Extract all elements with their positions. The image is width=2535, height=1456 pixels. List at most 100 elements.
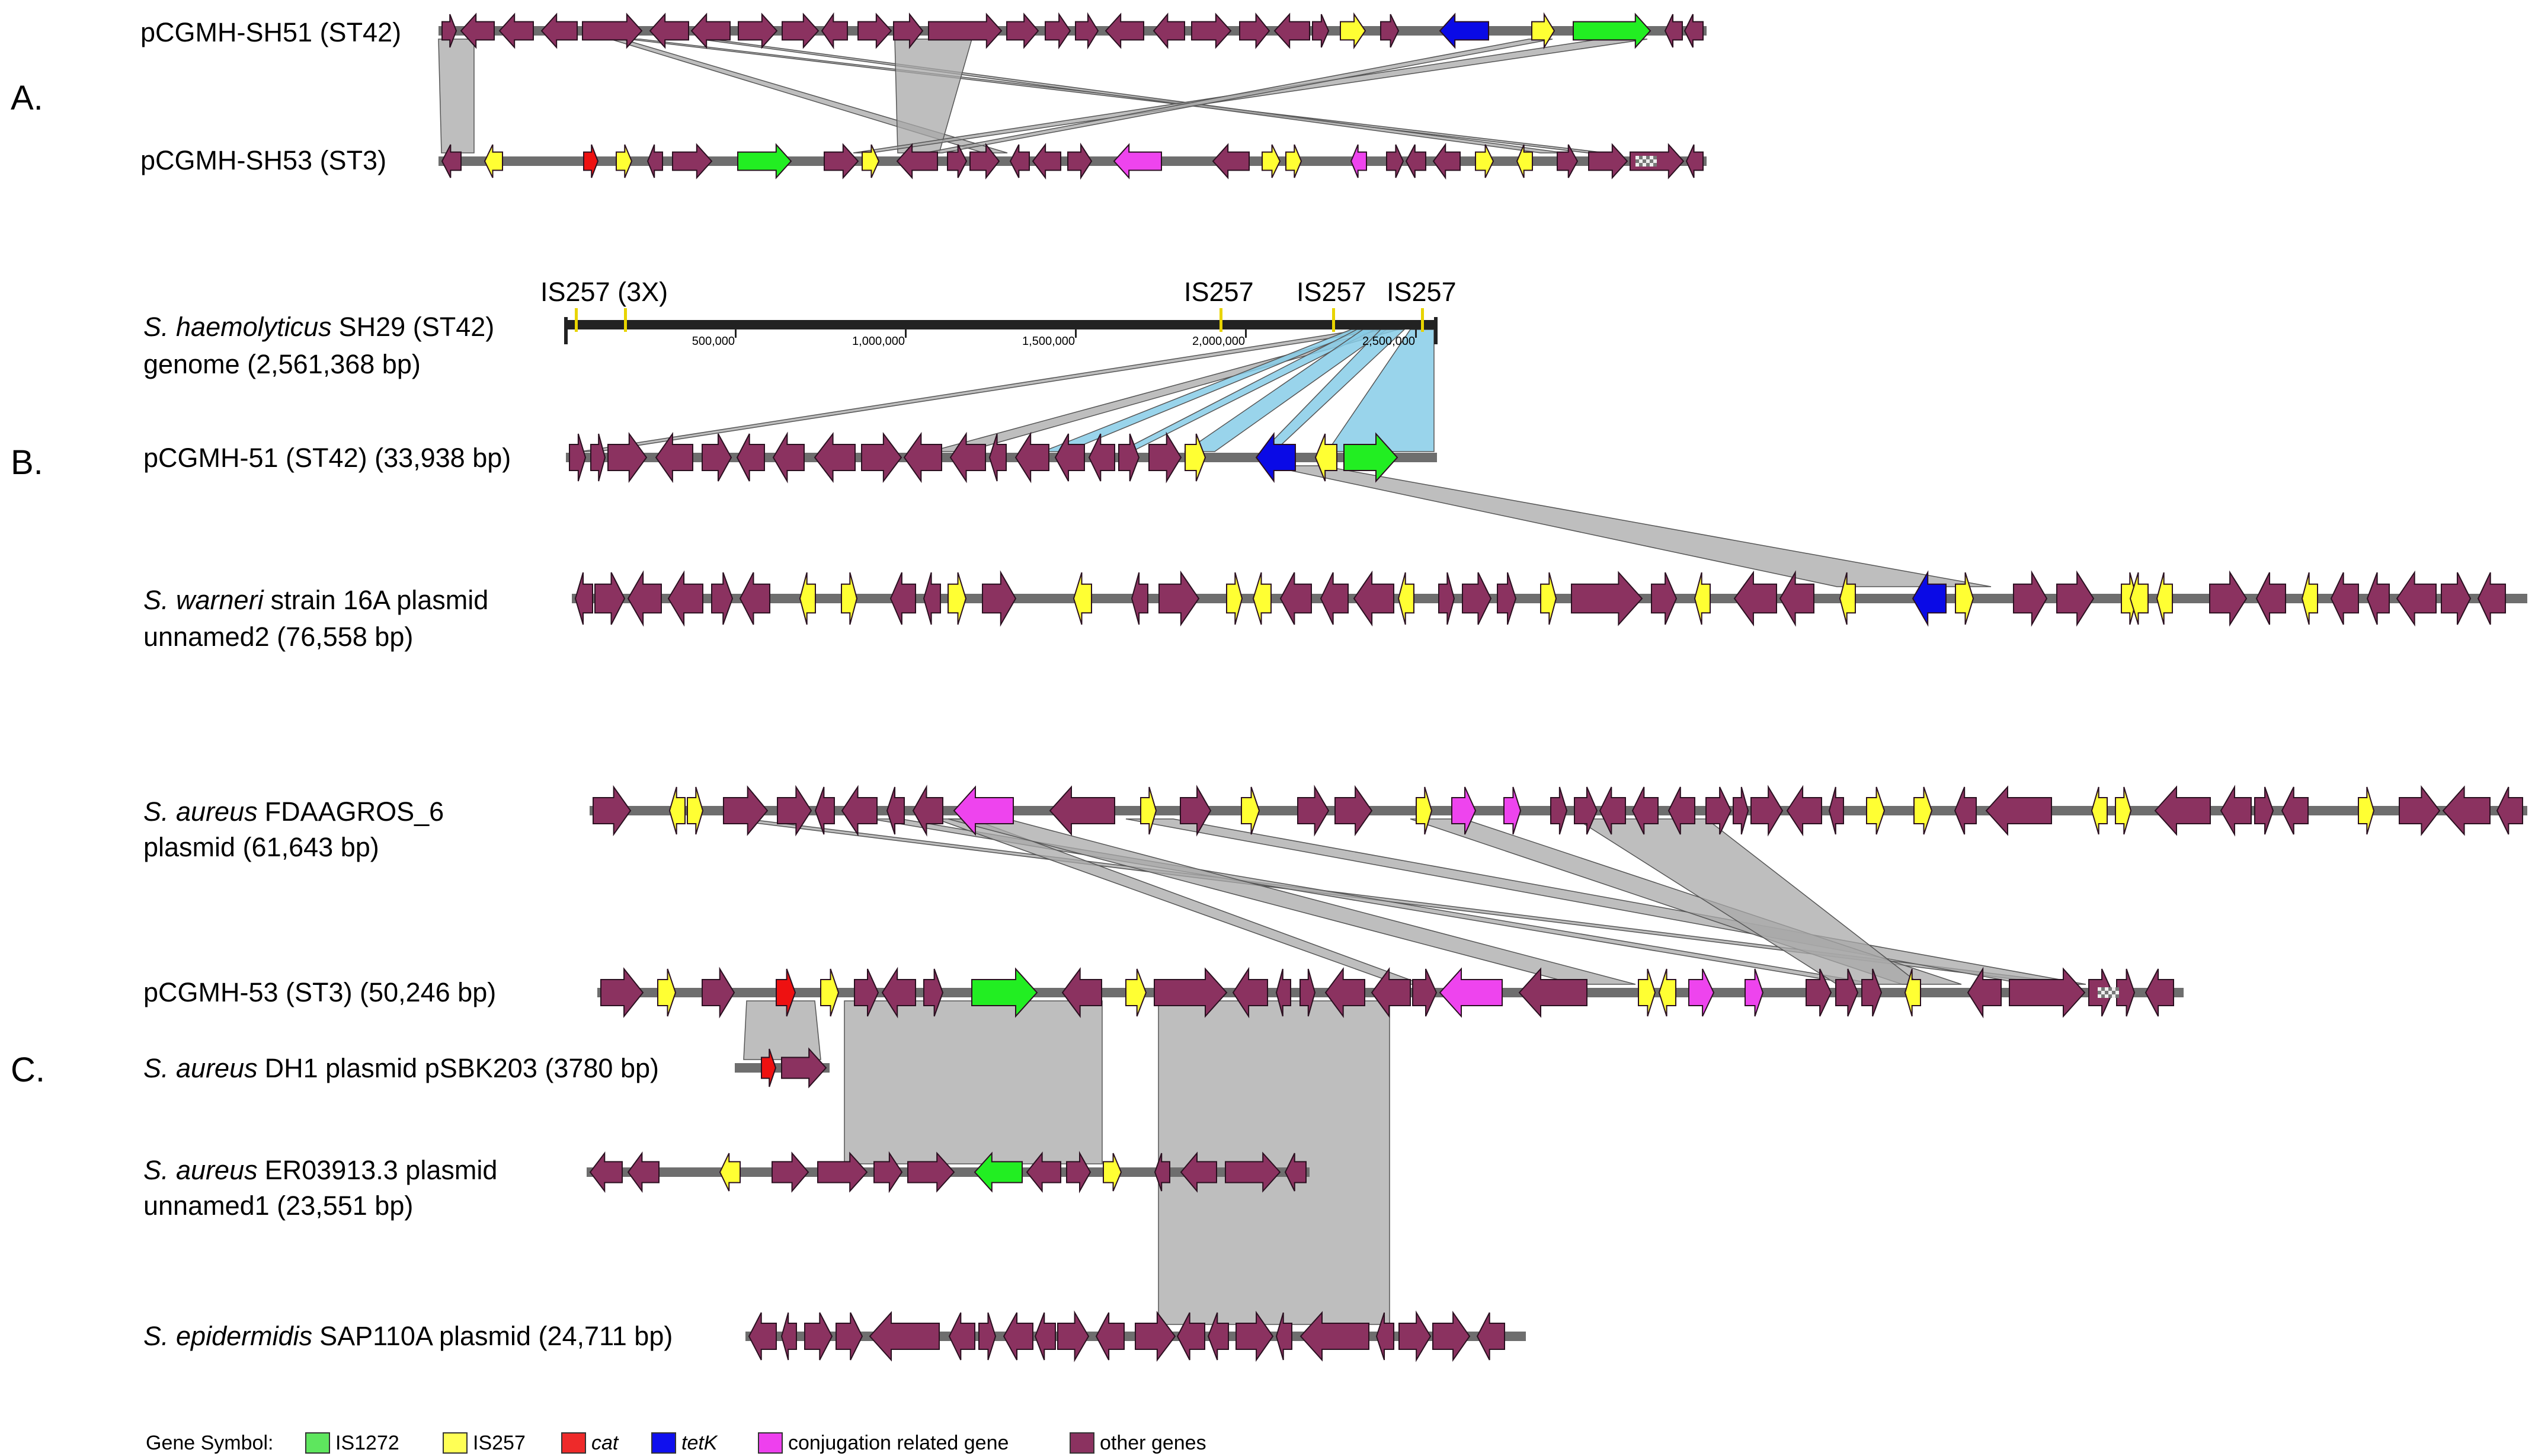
is257-marker [1332,308,1335,332]
gene-arrow [1057,1310,1090,1362]
checker-cell [1646,159,1650,163]
legend-title: Gene Symbol: [146,1432,273,1454]
gene-arrow [1066,1151,1092,1193]
homology-links [438,39,2086,1325]
strain-name: SH29 (ST42) [339,312,495,342]
track-label-fdaagros-line2: plasmid (61,643 bp) [143,832,379,862]
legend-swatch [651,1432,676,1454]
gene-arrow [1232,967,1268,1019]
species-name: S. warneri [143,585,265,615]
gene-arrow [600,967,644,1018]
genome-tick [1245,329,1247,338]
gene-arrow [582,12,643,49]
gene-arrow [1239,12,1270,49]
gene-arrow [799,572,816,625]
gene-arrow [1032,143,1061,180]
gene-arrow [702,433,732,482]
gene-arrow [893,12,924,49]
legend-label: IS1272 [335,1432,399,1454]
gene-arrow [948,572,967,625]
legend-label: cat [591,1432,619,1454]
gene-arrow [1275,968,1291,1017]
gene-arrow [1835,968,1859,1017]
legend-label: IS257 [473,1432,526,1454]
section-label-a: A. [11,79,43,117]
gene-arrow [1252,572,1272,625]
gene-arrow [1049,785,1115,836]
gene-arrow [841,572,858,625]
section-label-b: B. [11,443,43,482]
gene-arrow [2358,786,2375,835]
gene-arrow [1688,968,1715,1017]
homology-link [438,39,475,153]
gene-arrow [988,433,1007,482]
gene-arrow [1954,786,1977,835]
gene-arrow [1573,12,1651,49]
gene-arrow [2091,786,2108,835]
gene-arrow [1658,968,1676,1017]
is257-marker [575,308,578,332]
gene-arrow [814,786,835,835]
gene-arrow [1913,786,1933,835]
checker-cell [2098,987,2101,991]
gene-arrow [668,786,686,835]
gene-arrow [1550,786,1568,835]
gene-arrow [1241,786,1260,835]
gene-arrow [1631,786,1659,835]
genome-tick [905,329,907,338]
gene-arrow [1397,572,1414,625]
checker-cell [1643,159,1646,163]
checker-cell [2108,991,2112,994]
gene-arrow [1185,433,1206,482]
gene-arrow [1412,968,1438,1017]
gene-arrow [690,12,731,49]
gene-arrow [702,967,735,1019]
gene-arrow [862,144,880,178]
homology-link [699,39,1565,153]
gene-arrow [1103,1153,1122,1192]
gene-arrow [667,570,703,627]
track-label-p53: pCGMH-53 (ST3) (50,246 bp) [143,977,496,1007]
checker-cell [1643,163,1646,167]
checker-cell [1635,159,1639,163]
gene-arrow [2220,785,2252,837]
gene-arrow [719,1153,741,1192]
is257-label: IS257 [1297,277,1366,307]
gene-arrow [1599,786,1626,835]
gene-arrow [1497,572,1517,625]
gene-arrow [772,1151,809,1193]
gene-arrow [804,1312,833,1361]
gene-arrow [1694,572,1711,625]
gene-arrow [1045,12,1071,50]
gene-arrow [982,570,1017,627]
gene-arrow [1095,1312,1125,1361]
gene-arrow [484,144,503,178]
genome-tick [1415,329,1417,338]
gene-arrow [1180,785,1212,837]
gene-arrow [1371,967,1411,1019]
gene-arrow [2009,967,2086,1018]
homology-link [936,818,1423,985]
checker-cell [1653,156,1657,159]
gene-arrow [2115,786,2132,835]
gene-arrow [1967,967,2002,1019]
gene-arrow [1685,144,1704,178]
gene-arrow [2154,785,2211,836]
section-label-c: C. [11,1051,45,1089]
gene-arrow [589,1151,623,1193]
gene-arrow [1531,12,1555,50]
genome-scale-bar: 500,000 1,000,000 1,500,000 2,000,000 2,… [540,277,1457,348]
gene-arrow [1088,433,1115,482]
gene-arrow [1350,144,1367,178]
gene-arrow [1312,14,1330,48]
gene-arrow [2301,572,2318,625]
gene-arrow [2156,572,2173,625]
gene-arrow [1334,785,1373,837]
gene-arrow [923,968,944,1017]
gene-arrow [1054,433,1085,482]
gene-arrow [1075,12,1099,50]
track-label-p51: pCGMH-51 (ST42) (33,938 bp) [143,443,511,473]
